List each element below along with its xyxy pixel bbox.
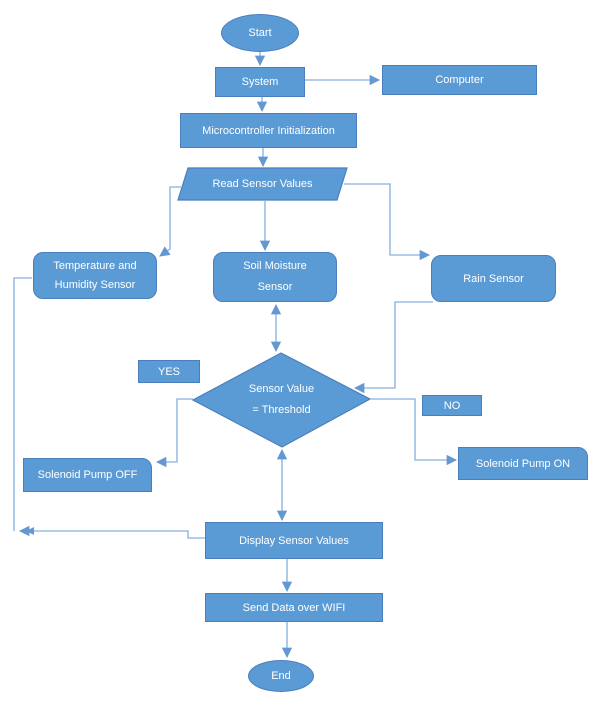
arrow-decision-to-pump-off [155,398,193,468]
node-solenoid-pump-off: Solenoid Pump OFF [23,458,152,492]
decision-diamond [191,352,372,448]
node-display-sensor-values-label: Display Sensor Values [239,534,349,547]
node-end: End [248,660,314,692]
node-soil-moisture-label: Soil Moisture Sensor [243,260,307,293]
node-system: System [215,67,305,97]
arrow-display-feedback [18,525,205,539]
node-read-sensor-values-label: Read Sensor Values [212,178,313,190]
branch-label-no: NO [422,395,482,416]
arrow-rain-to-decision [353,301,433,394]
node-rain-sensor: Rain Sensor [431,255,556,302]
node-read-sensor-values: Read Sensor Values [178,168,347,200]
node-decision-threshold: Sensor Value = Threshold [193,353,370,447]
decision-line2: = Threshold [252,404,311,416]
node-solenoid-pump-off-label: Solenoid Pump OFF [37,469,138,481]
node-start: Start [221,14,299,52]
branch-label-no-text: NO [443,399,461,412]
node-end-label: End [271,670,291,682]
node-solenoid-pump-on: Solenoid Pump ON [458,447,588,480]
node-send-data-over-wifi: Send Data over WIFI [205,593,383,622]
node-solenoid-pump-on-label: Solenoid Pump ON [475,457,571,470]
node-system-label: System [241,76,279,88]
branch-label-yes: YES [138,360,200,383]
line-feedback-to-temp-humidity [13,277,32,531]
node-microcontroller-label: Microcontroller Initialization [202,124,335,137]
node-temperature-humidity-sensor: Temperature and Humidity Sensor [33,252,157,299]
decision-line1: Sensor Value [248,383,315,395]
node-computer: Computer [382,65,537,95]
branch-label-yes-text: YES [157,365,180,378]
node-computer-label: Computer [435,74,484,86]
node-microcontroller-initialization: Microcontroller Initialization [180,113,357,148]
node-soil-moisture-sensor: Soil Moisture Sensor [213,252,337,302]
node-display-sensor-values: Display Sensor Values [205,522,383,559]
node-start-label: Start [248,27,272,39]
feedback-second-chevron [26,527,34,535]
node-temperature-humidity-label: Temperature and Humidity Sensor [53,259,137,291]
node-rain-sensor-label: Rain Sensor [463,272,524,285]
arrow-read-to-rain-sensor [344,183,431,261]
node-send-data-label: Send Data over WIFI [242,601,346,614]
